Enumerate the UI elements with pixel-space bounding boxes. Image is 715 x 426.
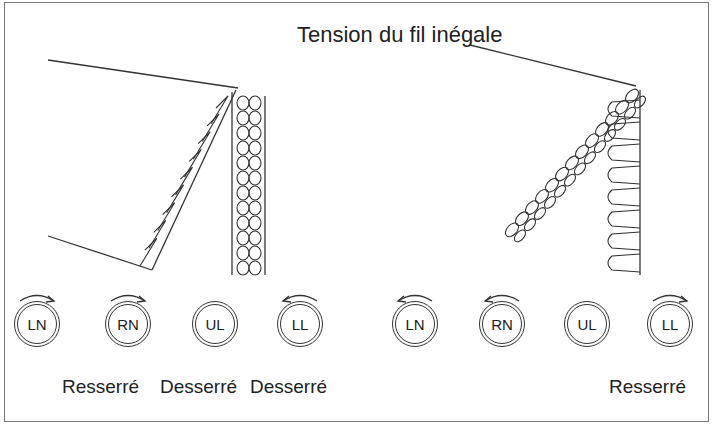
dial-label: LL [662,316,679,333]
tension-dial: RN [105,301,151,347]
tension-note: Resserré [609,376,686,398]
tension-dial: UL [564,301,610,347]
dial-label: LN [27,316,46,333]
dial-label: RN [491,316,513,333]
tension-note: Resserré [62,376,139,398]
dial-label: LN [405,316,424,333]
dial-label: RN [117,316,139,333]
tension-note: Desserré [160,376,237,398]
dial-label: UL [205,316,224,333]
tension-dial: RN [479,301,525,347]
diagram-title: Tension du fil inégale [297,22,502,48]
tension-note: Desserré [250,376,327,398]
tension-dial: UL [192,301,238,347]
dial-label: UL [577,316,596,333]
tension-dial: LL [277,301,323,347]
tension-dial: LN [14,301,60,347]
tension-dial: LN [392,301,438,347]
tension-dial: LL [647,301,693,347]
dial-label: LL [292,316,309,333]
frame-border [4,2,709,422]
